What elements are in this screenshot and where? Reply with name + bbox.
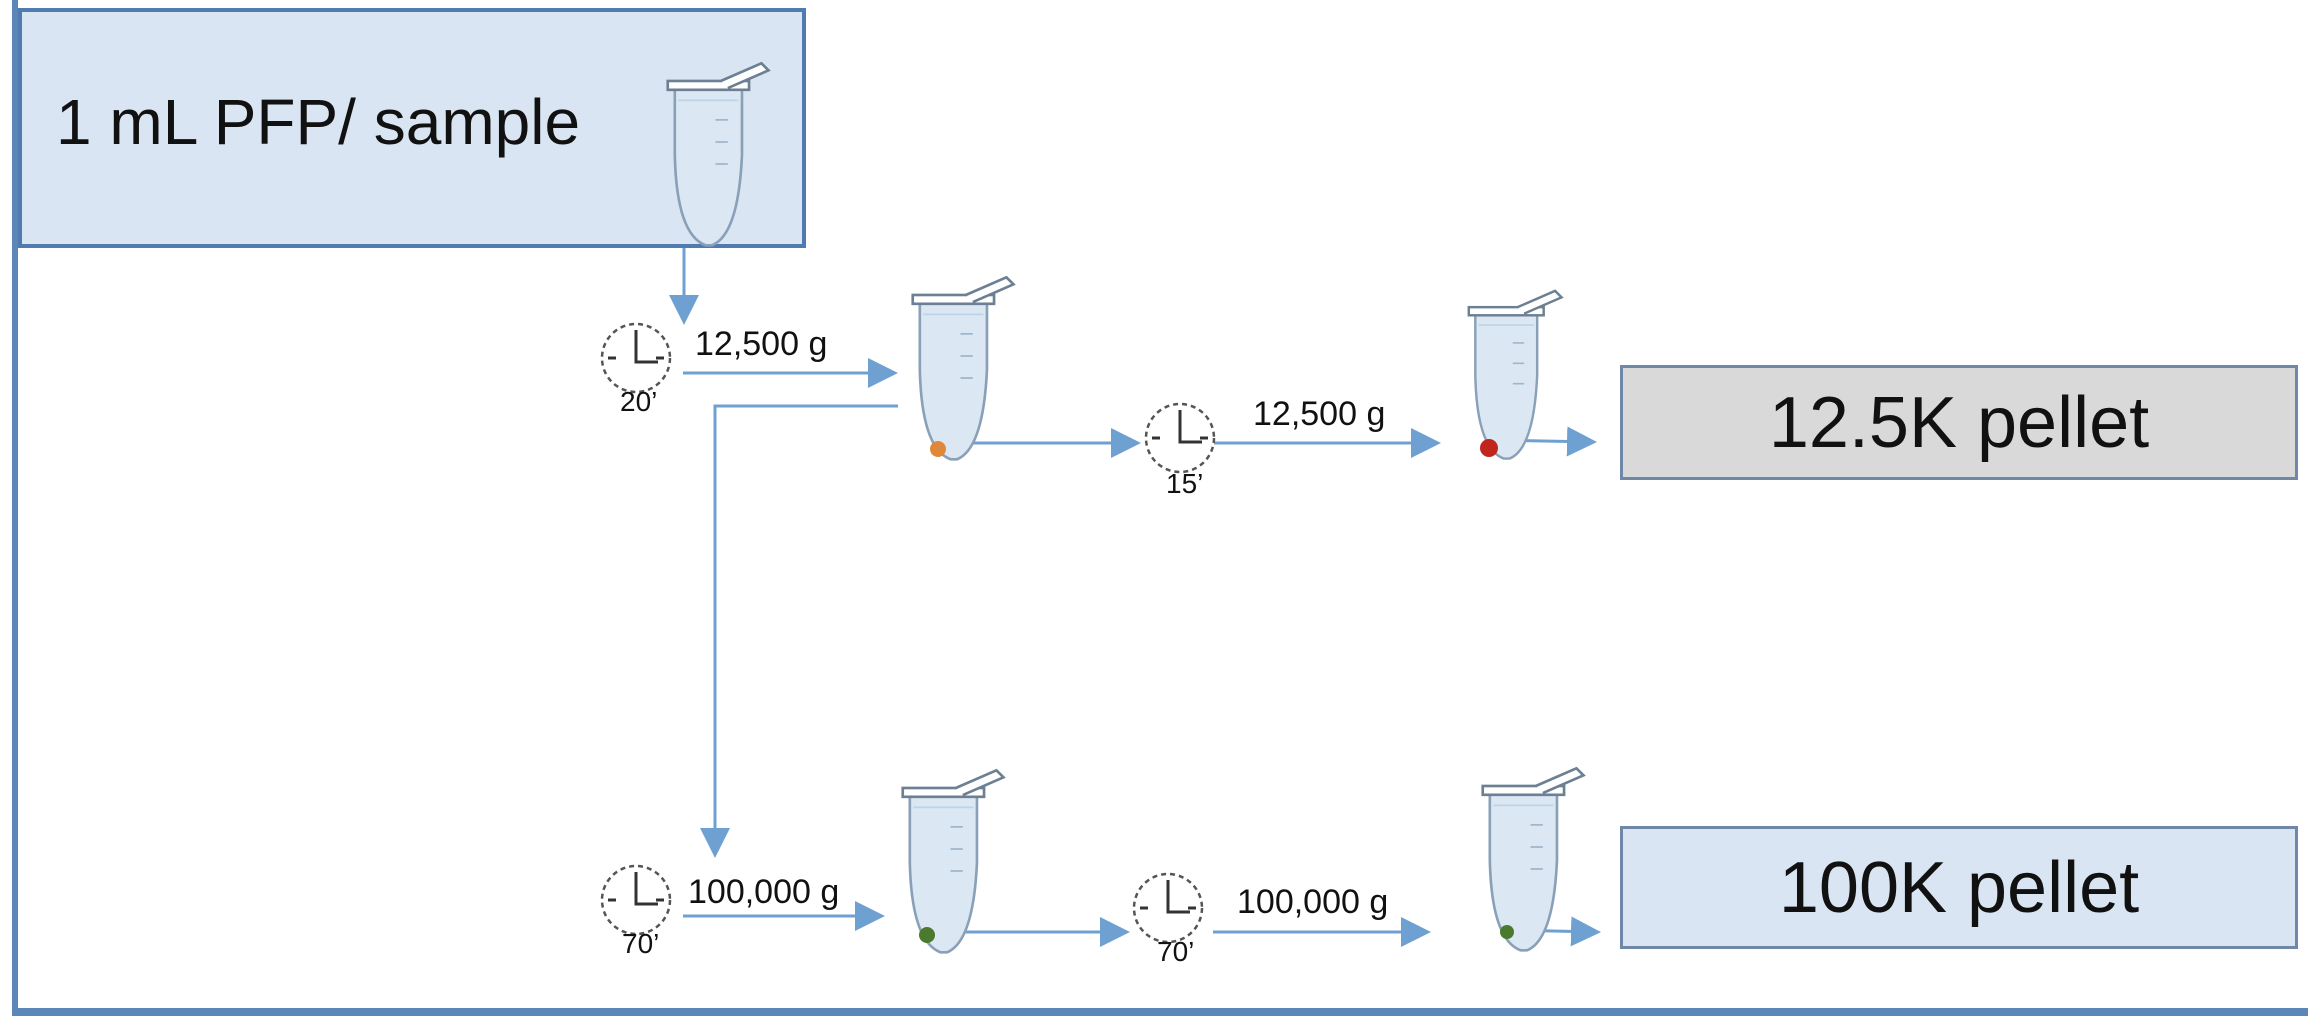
start-sample-label: 1 mL PFP/ sample <box>56 86 581 158</box>
frame-bottom-border <box>12 1008 2308 1016</box>
pellet-orange <box>930 441 946 457</box>
step4-time: 70’ <box>1157 936 1195 967</box>
output-label-100k: 100K pellet <box>1778 847 2140 928</box>
step4-speed: 100,000 g <box>1237 883 1389 921</box>
output-label-12-5k: 12.5K pellet <box>1768 382 2150 463</box>
sample-tube-icon <box>666 61 771 247</box>
step3-speed: 100,000 g <box>688 873 840 911</box>
step1-time: 20’ <box>620 386 658 417</box>
clock-icon-step2 <box>1144 402 1216 474</box>
pellet-green <box>919 927 935 943</box>
step3-time: 70’ <box>622 928 660 959</box>
step2-time: 15’ <box>1166 468 1204 499</box>
clock-icon-step1 <box>600 322 672 394</box>
step1-speed: 12,500 g <box>695 325 828 363</box>
clock-icon-step4 <box>1132 872 1204 944</box>
step2-speed: 12,500 g <box>1253 395 1386 433</box>
pellet-green-small <box>1500 925 1514 939</box>
tube-red-pellet-icon <box>1467 289 1564 461</box>
output-box-12-5k-pellet: 12.5K pellet <box>1620 365 2298 480</box>
frame-left-border <box>12 0 18 1014</box>
output-box-100k-pellet: 100K pellet <box>1620 826 2298 949</box>
tube-green-pellet-icon <box>901 768 1006 954</box>
pellet-red <box>1480 439 1498 457</box>
clock-icon-step3 <box>600 864 672 936</box>
tube-orange-pellet-icon <box>911 275 1016 461</box>
arrow-branch-down <box>700 404 898 858</box>
tube-green-pellet-small-icon <box>1481 766 1586 952</box>
